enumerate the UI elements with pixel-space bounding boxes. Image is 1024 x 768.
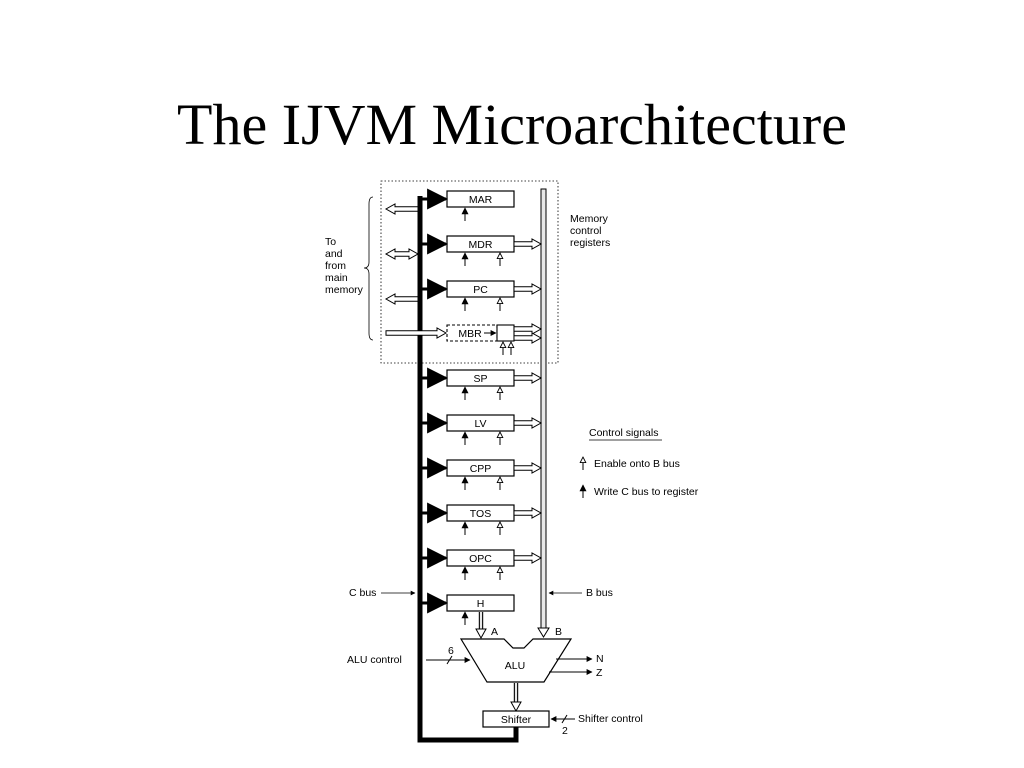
cpp-to-b-bus xyxy=(513,462,543,474)
register-mbr-box xyxy=(496,324,515,342)
register-label-lv: LV xyxy=(474,418,486,430)
write-c-bus-label: Write C bus to register xyxy=(594,486,699,498)
register-label-tos: TOS xyxy=(470,508,491,520)
alu-label: ALU xyxy=(505,660,525,672)
alu-control-bits: 6 xyxy=(448,645,454,657)
alu-shape xyxy=(459,638,573,683)
sp-to-b-bus xyxy=(513,372,543,384)
memory-side-label-3: main xyxy=(325,272,348,284)
c-bus xyxy=(417,196,519,743)
flag-n-label: N xyxy=(596,653,604,665)
memory-brace xyxy=(363,196,374,341)
memory-to-mbr xyxy=(385,327,448,339)
register-label-mdr: MDR xyxy=(469,239,493,251)
memory-control-label-0: Memory xyxy=(570,213,609,225)
memory-control-box xyxy=(380,180,559,364)
pc-to-b-bus xyxy=(513,283,543,295)
control-signals-heading: Control signals xyxy=(589,427,658,439)
register-label-h: H xyxy=(477,598,485,610)
mbr-to-b-bus-1 xyxy=(513,323,543,335)
c-bus-label: C bus xyxy=(349,587,376,599)
alu-control-label: ALU control xyxy=(347,654,402,666)
mdr-to-b-bus xyxy=(513,238,543,250)
tos-to-b-bus xyxy=(513,507,543,519)
shifter-control-label: Shifter control xyxy=(578,713,643,725)
memory-side-label-4: memory xyxy=(325,284,364,296)
register-label-mar: MAR xyxy=(469,194,493,206)
mar-to-memory xyxy=(384,203,419,215)
shifter-box xyxy=(482,710,550,728)
memory-side-label-1: and xyxy=(325,248,343,260)
b-bus-label: B bus xyxy=(586,587,613,599)
pc-to-memory xyxy=(384,293,419,305)
enable-b-bus-label: Enable onto B bus xyxy=(594,458,680,470)
b-bus-arrowhead xyxy=(537,627,550,638)
opc-to-b-bus xyxy=(513,552,543,564)
alu-input-a-label: A xyxy=(491,626,498,638)
shifter-control-bits: 2 xyxy=(562,725,568,737)
lv-to-b-bus xyxy=(513,417,543,429)
memory-side-label-0: To xyxy=(325,236,336,248)
b-bus xyxy=(540,188,547,630)
memory-side-label-2: from xyxy=(325,260,346,272)
mdr-memory-link xyxy=(384,248,420,260)
memory-control-label-1: control xyxy=(570,225,602,237)
register-label-opc: OPC xyxy=(469,553,492,565)
shifter-label: Shifter xyxy=(501,714,532,726)
alu-input-b-label: B xyxy=(555,626,562,638)
register-stack: MAR MDR PC MBR SP LV CPP TOS OPC H xyxy=(384,188,543,625)
mbr-to-b-bus-2 xyxy=(513,332,543,344)
memory-control-label-2: registers xyxy=(570,237,610,249)
flag-z-label: Z xyxy=(596,667,603,679)
register-label-pc: PC xyxy=(473,284,488,296)
register-label-cpp: CPP xyxy=(470,463,492,475)
slide-title: The IJVM Microarchitecture xyxy=(177,92,847,157)
register-label-mbr: MBR xyxy=(458,328,482,340)
register-label-sp: SP xyxy=(473,373,487,385)
